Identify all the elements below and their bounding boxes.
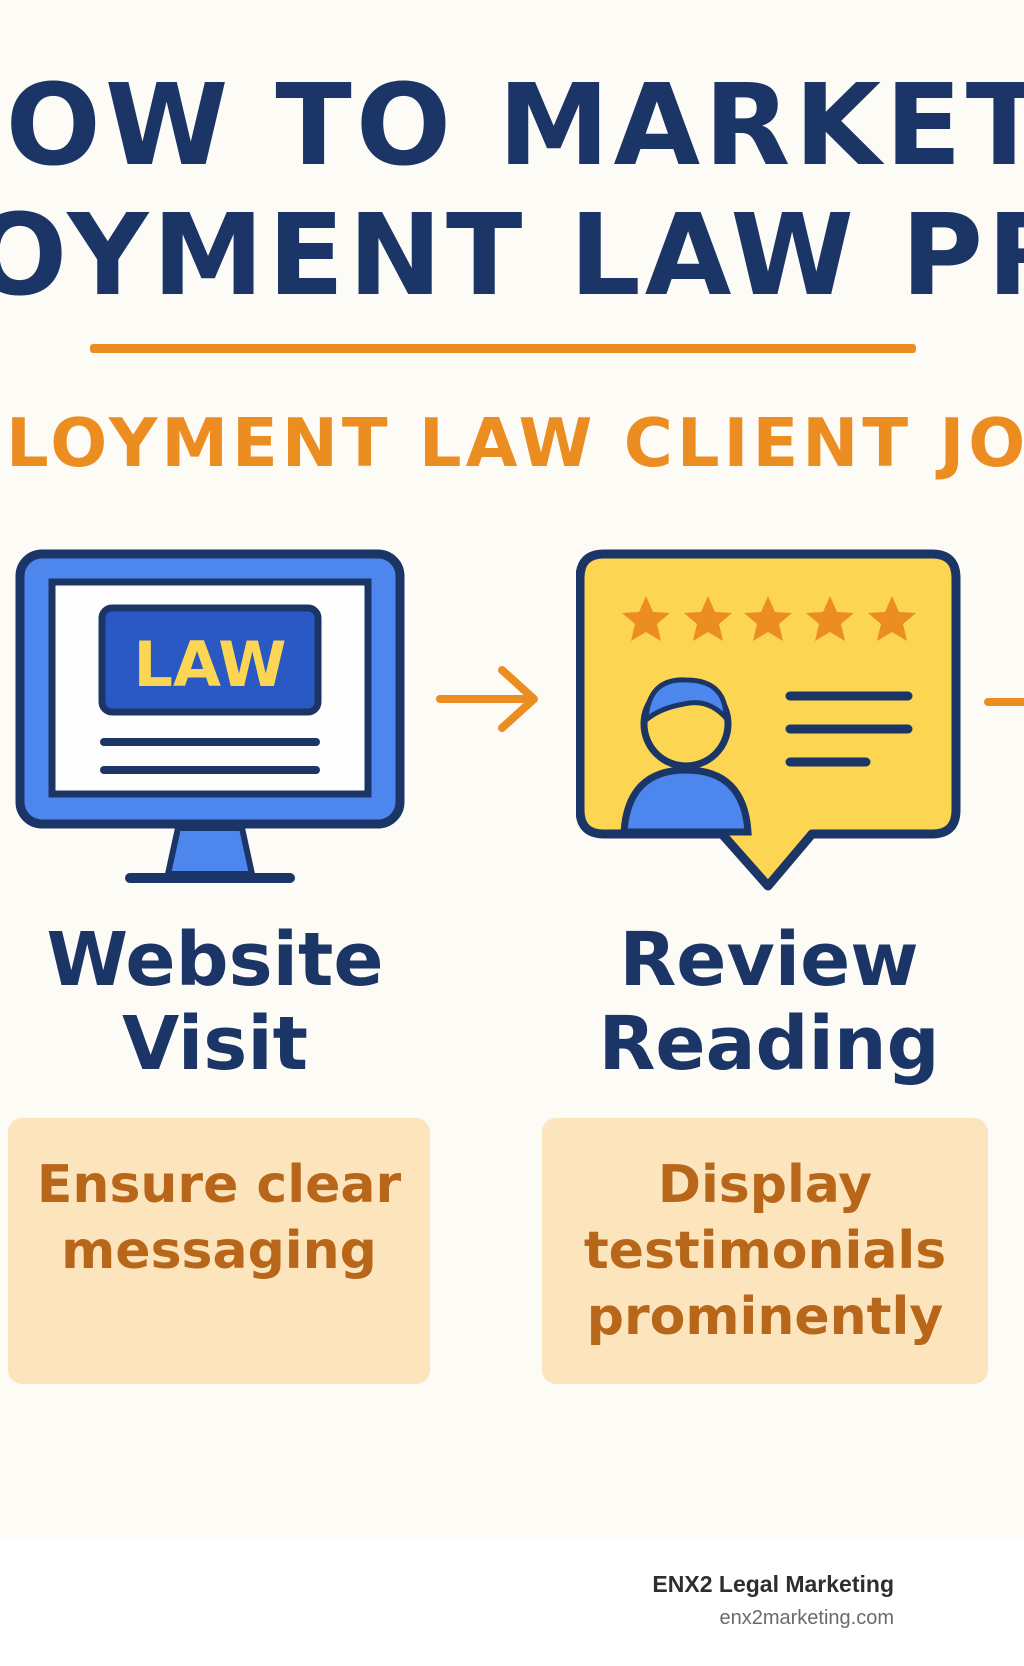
footer-brand: ENX2 Legal Marketing (652, 1571, 894, 1597)
footer-url[interactable]: enx2marketing.com (719, 1607, 894, 1629)
title-line-1: IOW TO MARKET AN (0, 61, 1024, 191)
monitor-screen-text: LAW (133, 628, 286, 701)
arrow-right-partial-icon (984, 698, 1024, 706)
infographic-canvas: IOW TO MARKET AN OYMENT LAW PRAC LOYMENT… (0, 61, 1024, 1384)
section-subtitle: LOYMENT LAW CLIENT JOURN (6, 404, 1024, 482)
arrow-right-icon (436, 666, 538, 732)
step-2-label: Review Reading (598, 917, 940, 1087)
five-stars-icon (622, 596, 916, 641)
step-1-label: Website Visit (46, 917, 384, 1087)
title-line-2: OYMENT LAW PRAC (0, 191, 1024, 321)
person-avatar-icon (620, 677, 752, 836)
review-bubble-icon (576, 549, 961, 891)
monitor-icon: LAW (15, 549, 405, 883)
title-divider (90, 344, 916, 353)
step-1-tip: Ensure clear messaging (8, 1118, 430, 1384)
step-2-tip: Display testimonials prominently (542, 1118, 988, 1384)
